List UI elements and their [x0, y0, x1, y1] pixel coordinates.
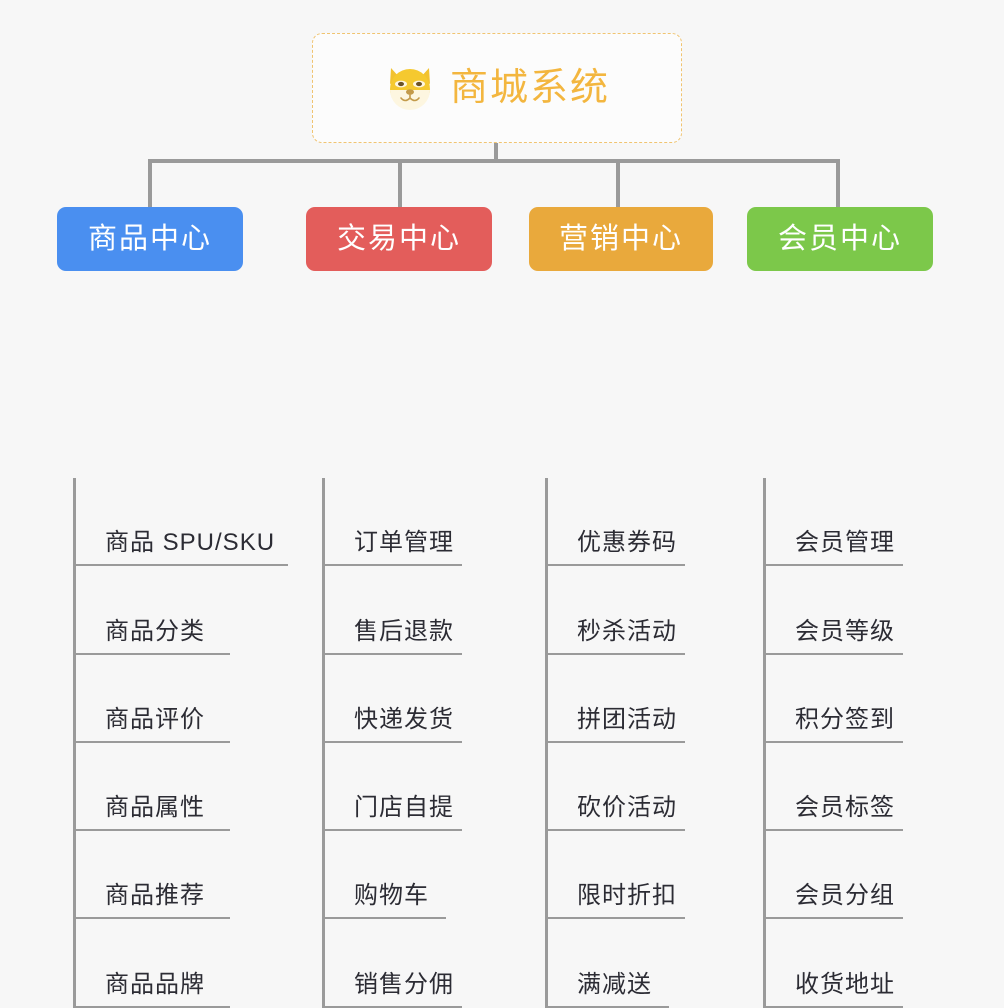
leaf-item-underline [545, 652, 685, 655]
leaf-item[interactable]: 限时折扣 [545, 831, 770, 920]
branch-header-4[interactable]: 会员中心 [747, 207, 933, 271]
leaf-item-label: 快递发货 [354, 705, 454, 733]
leaf-item[interactable]: 会员等级 [763, 566, 993, 655]
leaf-item[interactable]: 优惠券码 [545, 478, 770, 567]
branch-spine-2 [322, 478, 325, 1008]
branch-header-label: 营销中心 [558, 222, 683, 255]
leaf-item-underline [73, 829, 230, 832]
branch-column-4: 会员中心 会员管理会员等级积分签到会员标签会员分组收货地址 [747, 207, 977, 1008]
branch-column-2: 交易中心 订单管理售后退款快递发货门店自提购物车销售分佣 [306, 207, 536, 1008]
leaf-item-label: 会员标签 [795, 794, 895, 822]
leaf-item[interactable]: 会员标签 [763, 743, 993, 832]
connector-drop-1 [148, 159, 152, 209]
leaf-item-label: 收货地址 [795, 970, 895, 998]
connector-drop-2 [398, 159, 402, 209]
leaf-item-label: 会员等级 [795, 617, 895, 645]
leaf-item-label: 商品属性 [105, 794, 205, 822]
leaf-item-underline [73, 1005, 230, 1008]
leaf-item[interactable]: 销售分佣 [322, 919, 552, 1008]
branch-header-label: 商品中心 [87, 222, 212, 255]
leaf-item-label: 商品评价 [105, 705, 205, 733]
leaf-item-underline [763, 1005, 903, 1008]
leaf-item-underline [322, 652, 462, 655]
leaf-item-underline [322, 564, 462, 567]
leaf-item[interactable]: 会员分组 [763, 831, 993, 920]
org-chart: 商城系统 商品中心 商品 SPU/SKU 商品分类商品评价商品属性商品推荐商品品牌… [57, 33, 977, 1008]
leaf-item-underline [763, 829, 903, 832]
branch-header-3[interactable]: 营销中心 [529, 207, 713, 271]
leaf-list-4: 会员管理会员等级积分签到会员标签会员分组收货地址 [763, 478, 993, 1008]
leaf-item-label: 积分签到 [795, 705, 895, 733]
leaf-item[interactable]: 积分签到 [763, 655, 993, 743]
leaf-item-underline [545, 1005, 669, 1008]
leaf-item-label: 限时折扣 [577, 882, 677, 910]
leaf-item[interactable]: 拼团活动 [545, 655, 770, 743]
leaf-item-underline [545, 740, 685, 743]
leaf-item[interactable]: 商品分类 [73, 566, 323, 655]
leaf-item-underline [763, 652, 903, 655]
leaf-item-underline [322, 740, 462, 743]
leaf-item-underline [763, 564, 903, 567]
leaf-item[interactable]: 商品评价 [73, 655, 323, 743]
leaf-item[interactable]: 商品推荐 [73, 831, 323, 920]
leaf-item-label: 拼团活动 [577, 705, 677, 733]
leaf-list-2: 订单管理售后退款快递发货门店自提购物车销售分佣 [322, 478, 552, 1008]
leaf-item-label: 会员分组 [795, 882, 895, 910]
leaf-item[interactable]: 订单管理 [322, 478, 552, 567]
leaf-list-1: 商品 SPU/SKU 商品分类商品评价商品属性商品推荐商品品牌 [73, 478, 323, 1008]
branch-spine-4 [763, 478, 766, 1008]
branch-column-1: 商品中心 商品 SPU/SKU 商品分类商品评价商品属性商品推荐商品品牌 [57, 207, 307, 1008]
leaf-item-label: 商品分类 [105, 617, 205, 645]
leaf-item-underline [545, 829, 685, 832]
leaf-item[interactable]: 商品属性 [73, 743, 323, 832]
leaf-item-label: 订单管理 [354, 529, 454, 557]
branch-header-label: 会员中心 [777, 222, 902, 255]
leaf-item[interactable]: 商品品牌 [73, 919, 323, 1008]
leaf-item[interactable]: 商品 SPU/SKU [73, 478, 323, 567]
leaf-item-label: 商品品牌 [105, 970, 205, 998]
shiba-dog-face-icon [384, 62, 436, 114]
leaf-item[interactable]: 砍价活动 [545, 743, 770, 832]
branch-header-1[interactable]: 商品中心 [57, 207, 243, 271]
leaf-item[interactable]: 会员管理 [763, 478, 993, 567]
root-node[interactable]: 商城系统 [312, 33, 682, 143]
leaf-item-underline [763, 740, 903, 743]
leaf-item-underline [322, 829, 462, 832]
leaf-item-underline [73, 564, 288, 567]
leaf-item-label: 售后退款 [354, 617, 454, 645]
leaf-item-underline [73, 652, 230, 655]
connector-drop-4 [836, 159, 840, 209]
leaf-item-label: 优惠券码 [577, 529, 677, 557]
leaf-item-label: 销售分佣 [354, 970, 454, 998]
branch-spine-3 [545, 478, 548, 1008]
leaf-item-underline [73, 740, 230, 743]
branch-header-2[interactable]: 交易中心 [306, 207, 492, 271]
leaf-item-label: 商品推荐 [105, 882, 205, 910]
leaf-item[interactable]: 收货地址 [763, 919, 993, 1008]
leaf-item-underline [545, 564, 685, 567]
branch-spine-1 [73, 478, 76, 1008]
leaf-item-label: 会员管理 [795, 529, 895, 557]
connector-horizontal-bus [148, 159, 840, 163]
connector-root-stem [494, 143, 498, 163]
leaf-item-label: 满减送 [577, 970, 652, 998]
branch-header-label: 交易中心 [336, 222, 461, 255]
leaf-item[interactable]: 门店自提 [322, 743, 552, 832]
leaf-list-3: 优惠券码秒杀活动拼团活动砍价活动限时折扣满减送 [545, 478, 770, 1008]
connector-drop-3 [616, 159, 620, 209]
leaf-item-label: 砍价活动 [577, 794, 677, 822]
leaf-item[interactable]: 购物车 [322, 831, 552, 920]
leaf-item-label: 商品 SPU/SKU [105, 529, 276, 557]
leaf-item[interactable]: 秒杀活动 [545, 566, 770, 655]
leaf-item-label: 秒杀活动 [577, 617, 677, 645]
branch-column-3: 营销中心 优惠券码秒杀活动拼团活动砍价活动限时折扣满减送 [529, 207, 754, 1008]
leaf-item-label: 购物车 [354, 882, 429, 910]
leaf-item-underline [322, 1005, 462, 1008]
root-title: 商城系统 [449, 67, 610, 109]
leaf-item[interactable]: 满减送 [545, 919, 770, 1008]
leaf-item-label: 门店自提 [354, 794, 454, 822]
leaf-item[interactable]: 快递发货 [322, 655, 552, 743]
leaf-item[interactable]: 售后退款 [322, 566, 552, 655]
